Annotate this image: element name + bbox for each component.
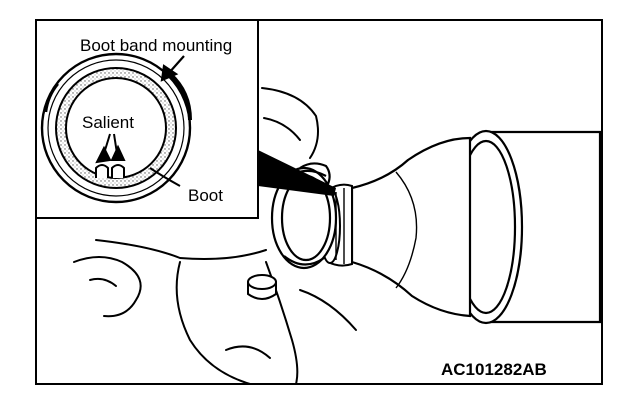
- salient-arrows: [95, 133, 126, 164]
- band-mounting-arrow: [160, 55, 185, 82]
- boot-body: [348, 136, 472, 318]
- boot-label: Boot: [188, 186, 223, 205]
- shaft-housing: [448, 129, 602, 325]
- figure-code: AC101282AB: [441, 360, 547, 379]
- salient-label: Salient: [82, 113, 134, 132]
- boot-leader: [149, 167, 181, 187]
- salient-protrusions: [95, 164, 125, 178]
- bolt-cap: [247, 274, 277, 300]
- boot-band-mounting-label: Boot band mounting: [80, 36, 232, 55]
- housing-outline: [73, 87, 357, 385]
- boot-ring-detail: [40, 52, 192, 204]
- detail-pointer: [258, 150, 336, 196]
